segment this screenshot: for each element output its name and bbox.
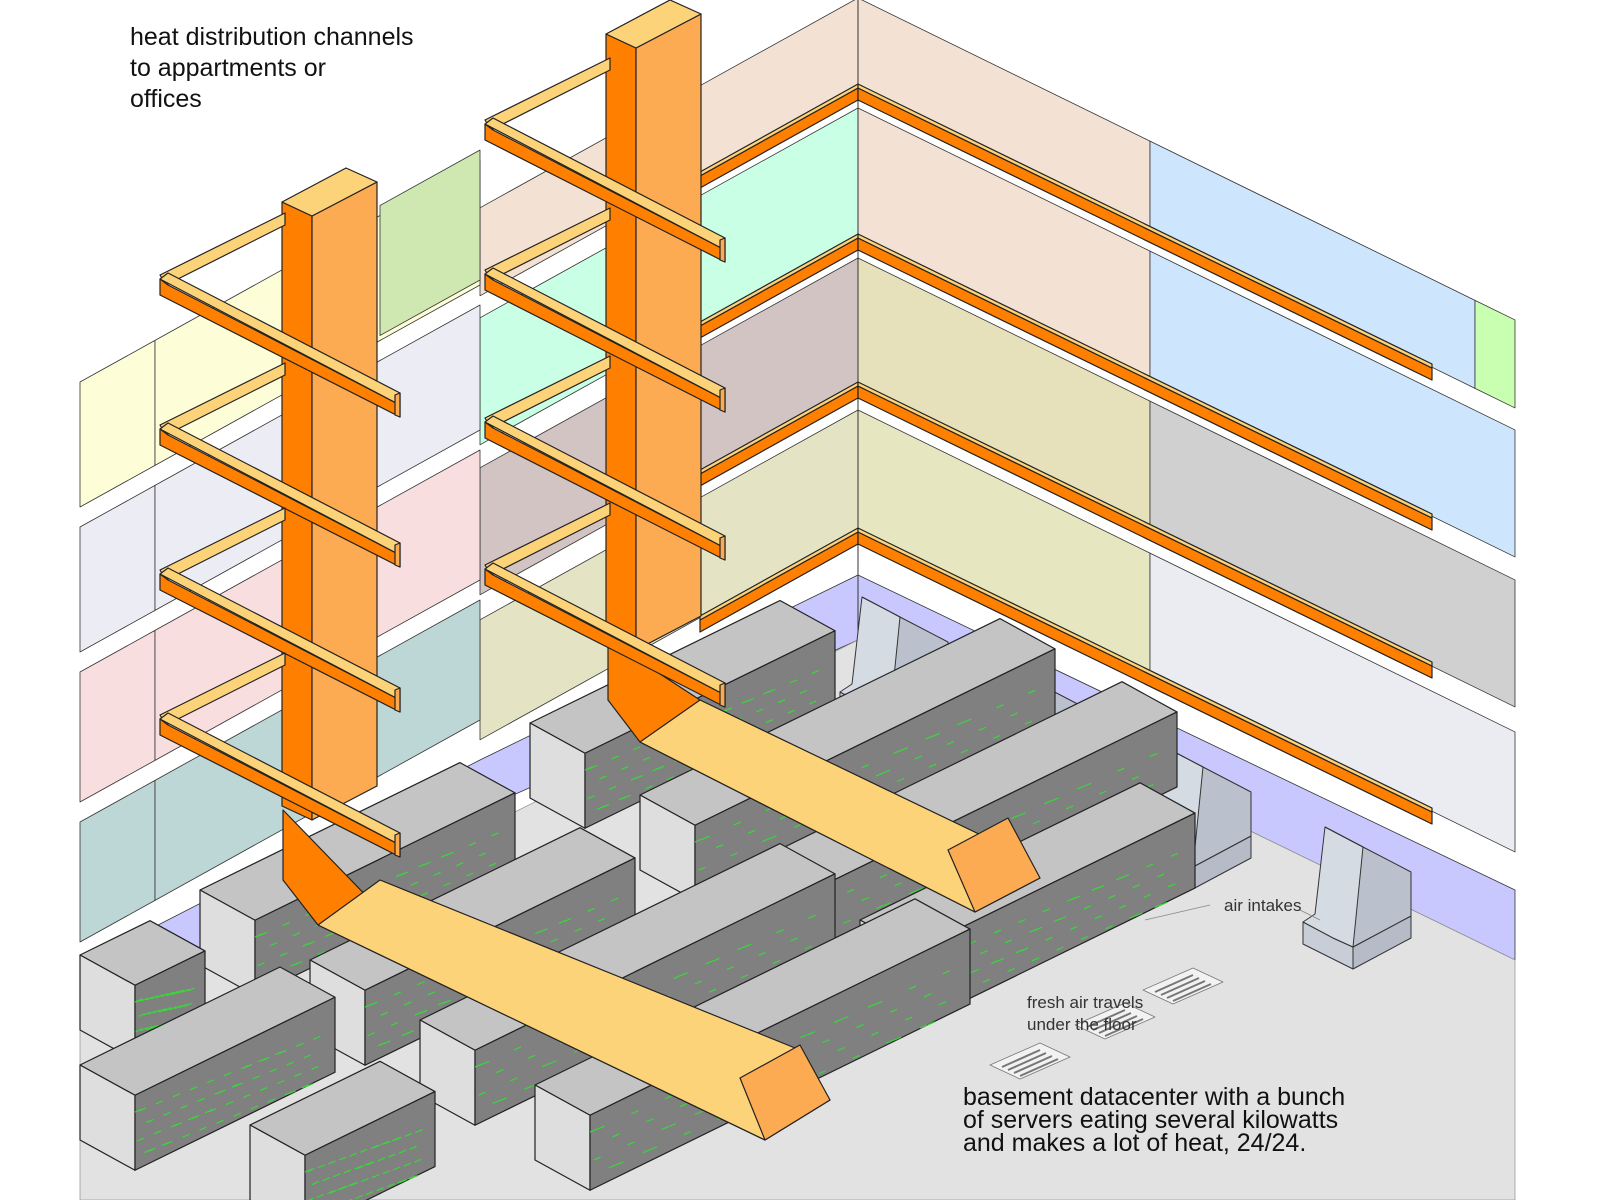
grille-slot	[1092, 1012, 1132, 1031]
wall-room	[79, 484, 156, 653]
heat-distribution-bracket	[159, 507, 401, 713]
floor-grilles	[989, 967, 1224, 1080]
label-air-intakes: air intakes	[1224, 896, 1302, 915]
label-heat-channels: heat distribution channels to appartment…	[130, 23, 414, 113]
server-rack	[79, 966, 336, 1171]
grille-slot	[1172, 983, 1212, 1002]
wall-room	[379, 149, 481, 336]
grille-slot	[1160, 977, 1200, 996]
wall-room	[1149, 400, 1516, 708]
wall-heat-pipe	[857, 527, 1433, 825]
leader-line	[1144, 904, 1211, 921]
wall-room	[79, 629, 156, 803]
heat-distribution-bracket	[484, 355, 726, 561]
wall-heat-pipe	[857, 233, 1433, 531]
grille-slot	[1098, 1015, 1138, 1034]
grille-slot	[1013, 1055, 1053, 1074]
heat-distribution-bracket	[484, 207, 726, 413]
heat-distribution-bracket	[484, 502, 726, 708]
grille-slot	[1104, 1018, 1144, 1037]
leader-line	[1299, 909, 1321, 921]
label-fresh-air: fresh air travels under the floor	[1027, 993, 1144, 1034]
wall-room	[79, 779, 156, 943]
heat-ducts	[159, 0, 1433, 1141]
grille-slot	[1154, 974, 1194, 993]
floor-duct-right	[607, 639, 1041, 913]
wall-room	[79, 339, 156, 508]
wall-room	[1149, 552, 1516, 853]
grille-slot	[1007, 1052, 1047, 1071]
label-datacenter: basement datacenter with a bunch of serv…	[963, 1083, 1346, 1157]
wall-room	[1149, 250, 1516, 558]
wall-heat-pipe	[857, 381, 1433, 679]
floor-duct-left	[282, 809, 831, 1141]
server-rack	[249, 1060, 436, 1200]
heat-riser-duct	[605, 0, 702, 651]
heat-distribution-bracket	[159, 212, 401, 418]
heat-distribution-bracket	[159, 652, 401, 858]
heat-distribution-bracket	[159, 362, 401, 568]
air-intake-unit	[1302, 826, 1412, 970]
wall-heat-pipe	[699, 527, 859, 633]
wall-heat-pipe	[857, 83, 1433, 381]
heat-distribution-bracket	[484, 57, 726, 263]
grille-slot	[1086, 1009, 1126, 1028]
grille-slot	[1001, 1049, 1041, 1068]
grille-slot	[1166, 980, 1206, 999]
wall-room	[1474, 299, 1516, 409]
grille-slot	[1019, 1058, 1059, 1077]
